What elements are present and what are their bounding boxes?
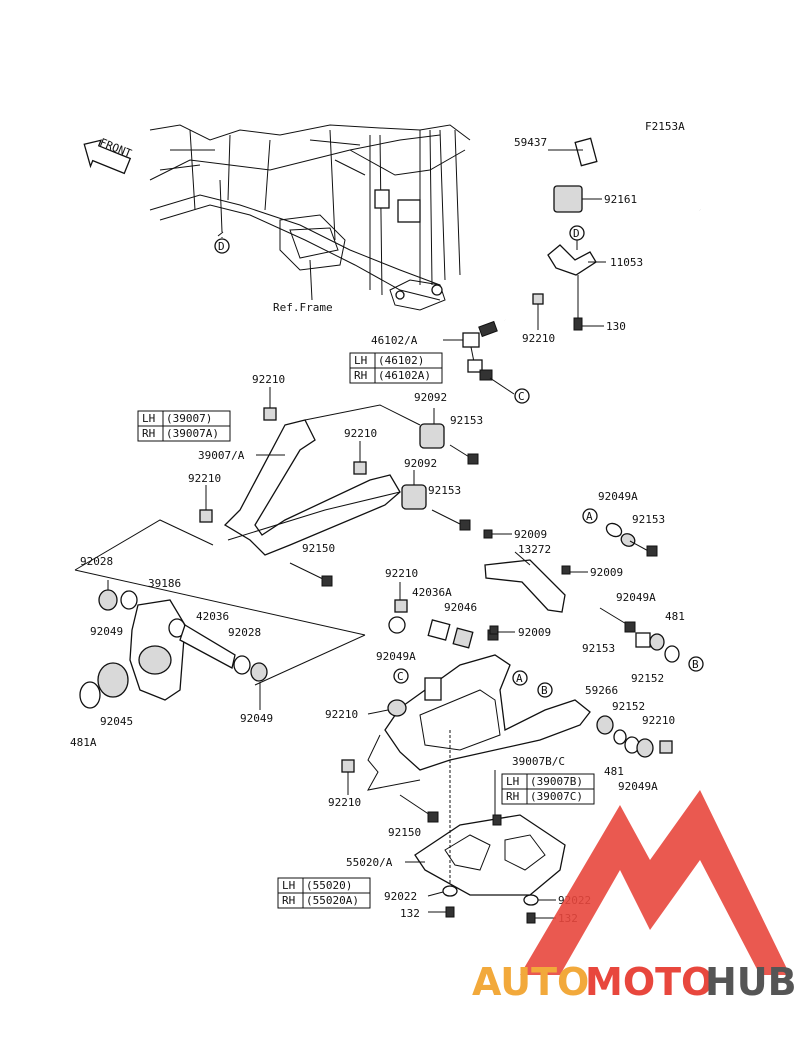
part-label-92009-a: 92009 bbox=[514, 528, 547, 541]
watermark-brand-part2: MOTO bbox=[585, 960, 713, 1004]
part-label-92022-a: 92022 bbox=[384, 890, 417, 903]
svg-text:LH: LH bbox=[506, 775, 519, 788]
part-label-92150-a: 92150 bbox=[302, 542, 335, 555]
part-label-92028-b: 92028 bbox=[228, 626, 261, 639]
ref-frame-label: Ref.Frame bbox=[273, 301, 333, 314]
svg-text:LH: LH bbox=[282, 879, 295, 892]
part-label-92049A-d: 92049A bbox=[618, 780, 658, 793]
part-label-92092-a: 92092 bbox=[414, 391, 447, 404]
svg-text:(39007C): (39007C) bbox=[530, 790, 583, 803]
part-label-130: 130 bbox=[606, 320, 626, 333]
table-46102: LH (46102) RH (46102A) bbox=[349, 352, 443, 384]
part-label-11053: 11053 bbox=[610, 256, 643, 269]
skid-plate bbox=[414, 814, 566, 924]
bracket-13272 bbox=[483, 529, 571, 613]
steering-knuckle bbox=[79, 589, 268, 709]
part-label-92210-c: 92210 bbox=[344, 427, 377, 440]
part-label-59437: 59437 bbox=[514, 136, 547, 149]
callout-b2-label: B bbox=[541, 684, 548, 697]
front-arrow-icon bbox=[83, 139, 132, 175]
callout-d-circle bbox=[214, 238, 230, 254]
part-label-92153-a: 92153 bbox=[450, 414, 483, 427]
part-label-46102: 46102/A bbox=[371, 334, 418, 347]
callout-a-label: A bbox=[586, 510, 593, 523]
callout-c-label: C bbox=[518, 390, 525, 403]
watermark-brand-part3: HUB bbox=[705, 960, 797, 1004]
table-39007: LH (39007) RH (39007A) bbox=[137, 410, 231, 442]
part-label-92028-a: 92028 bbox=[80, 555, 113, 568]
watermark-brand-part1: AUTO bbox=[472, 960, 589, 1004]
part-label-92210-d: 92210 bbox=[188, 472, 221, 485]
part-label-39007BC: 39007B/C bbox=[512, 755, 565, 768]
part-label-132-a: 132 bbox=[400, 907, 420, 920]
part-label-481: 481 bbox=[665, 610, 685, 623]
part-label-92153-d: 92153 bbox=[582, 642, 615, 655]
callout-d2-label: D bbox=[573, 227, 580, 240]
stabilizer-link bbox=[462, 320, 498, 381]
part-label-92210-g: 92210 bbox=[325, 708, 358, 721]
part-label-481A: 481A bbox=[70, 736, 97, 749]
svg-text:RH: RH bbox=[142, 427, 155, 440]
part-label-92049A-b: 92049A bbox=[376, 650, 416, 663]
part-label-92049A-a: 92049A bbox=[598, 490, 638, 503]
part-label-92049-a: 92049 bbox=[90, 625, 123, 638]
part-label-92153-b: 92153 bbox=[428, 484, 461, 497]
lower-a-arm bbox=[341, 629, 673, 773]
svg-text:(39007A): (39007A) bbox=[166, 427, 219, 440]
part-label-59266: 59266 bbox=[585, 684, 618, 697]
svg-text:(55020A): (55020A) bbox=[306, 894, 359, 907]
part-label-92009-b: 92009 bbox=[590, 566, 623, 579]
callout-c2-label: C bbox=[397, 670, 404, 683]
upper-a-arm bbox=[199, 407, 479, 587]
svg-text:(39007B): (39007B) bbox=[530, 775, 583, 788]
callout-a2-label: A bbox=[516, 672, 523, 685]
part-label-92045: 92045 bbox=[100, 715, 133, 728]
svg-text:(55020): (55020) bbox=[306, 879, 352, 892]
svg-text:RH: RH bbox=[354, 369, 367, 382]
svg-text:LH: LH bbox=[354, 354, 367, 367]
svg-text:(39007): (39007) bbox=[166, 412, 212, 425]
callout-d-label: D bbox=[218, 240, 225, 253]
part-label-92210-f: 92210 bbox=[642, 714, 675, 727]
part-label-42036A: 42036A bbox=[412, 586, 452, 599]
part-label-55020: 55020/A bbox=[346, 856, 393, 869]
part-label-92152-b: 92152 bbox=[612, 700, 645, 713]
part-label-92092-b: 92092 bbox=[404, 457, 437, 470]
part-label-92210-h: 92210 bbox=[328, 796, 361, 809]
part-label-92210-e: 92210 bbox=[385, 567, 418, 580]
part-label-92161: 92161 bbox=[604, 193, 637, 206]
svg-text:RH: RH bbox=[282, 894, 295, 907]
diagram-code: F2153A bbox=[645, 120, 685, 133]
watermark-logo-icon bbox=[520, 790, 790, 975]
part-label-39186: 39186 bbox=[148, 577, 181, 590]
table-39007B: LH (39007B) RH (39007C) bbox=[501, 773, 595, 805]
part-label-92150-b: 92150 bbox=[388, 826, 421, 839]
part-label-481-b: 481 bbox=[604, 765, 624, 778]
svg-text:RH: RH bbox=[506, 790, 519, 803]
part-label-92049-b: 92049 bbox=[240, 712, 273, 725]
callout-b-label: B bbox=[692, 658, 699, 671]
part-label-92009-c: 92009 bbox=[518, 626, 551, 639]
svg-text:(46102A): (46102A) bbox=[378, 369, 431, 382]
stabilizer-bar bbox=[491, 137, 703, 331]
part-label-39007: 39007/A bbox=[198, 449, 245, 462]
part-label-42036: 42036 bbox=[196, 610, 229, 623]
part-label-92049A-c: 92049A bbox=[616, 591, 656, 604]
part-label-92046: 92046 bbox=[444, 601, 477, 614]
part-label-92152-a: 92152 bbox=[631, 672, 664, 685]
part-label-92210-a: 92210 bbox=[522, 332, 555, 345]
frame-drawing bbox=[149, 124, 471, 311]
part-label-13272: 13272 bbox=[518, 543, 551, 556]
svg-text:LH: LH bbox=[142, 412, 155, 425]
table-55020: LH (55020) RH (55020A) bbox=[277, 877, 371, 909]
svg-text:(46102): (46102) bbox=[378, 354, 424, 367]
part-label-92153-c: 92153 bbox=[632, 513, 665, 526]
part-label-92210-b: 92210 bbox=[252, 373, 285, 386]
